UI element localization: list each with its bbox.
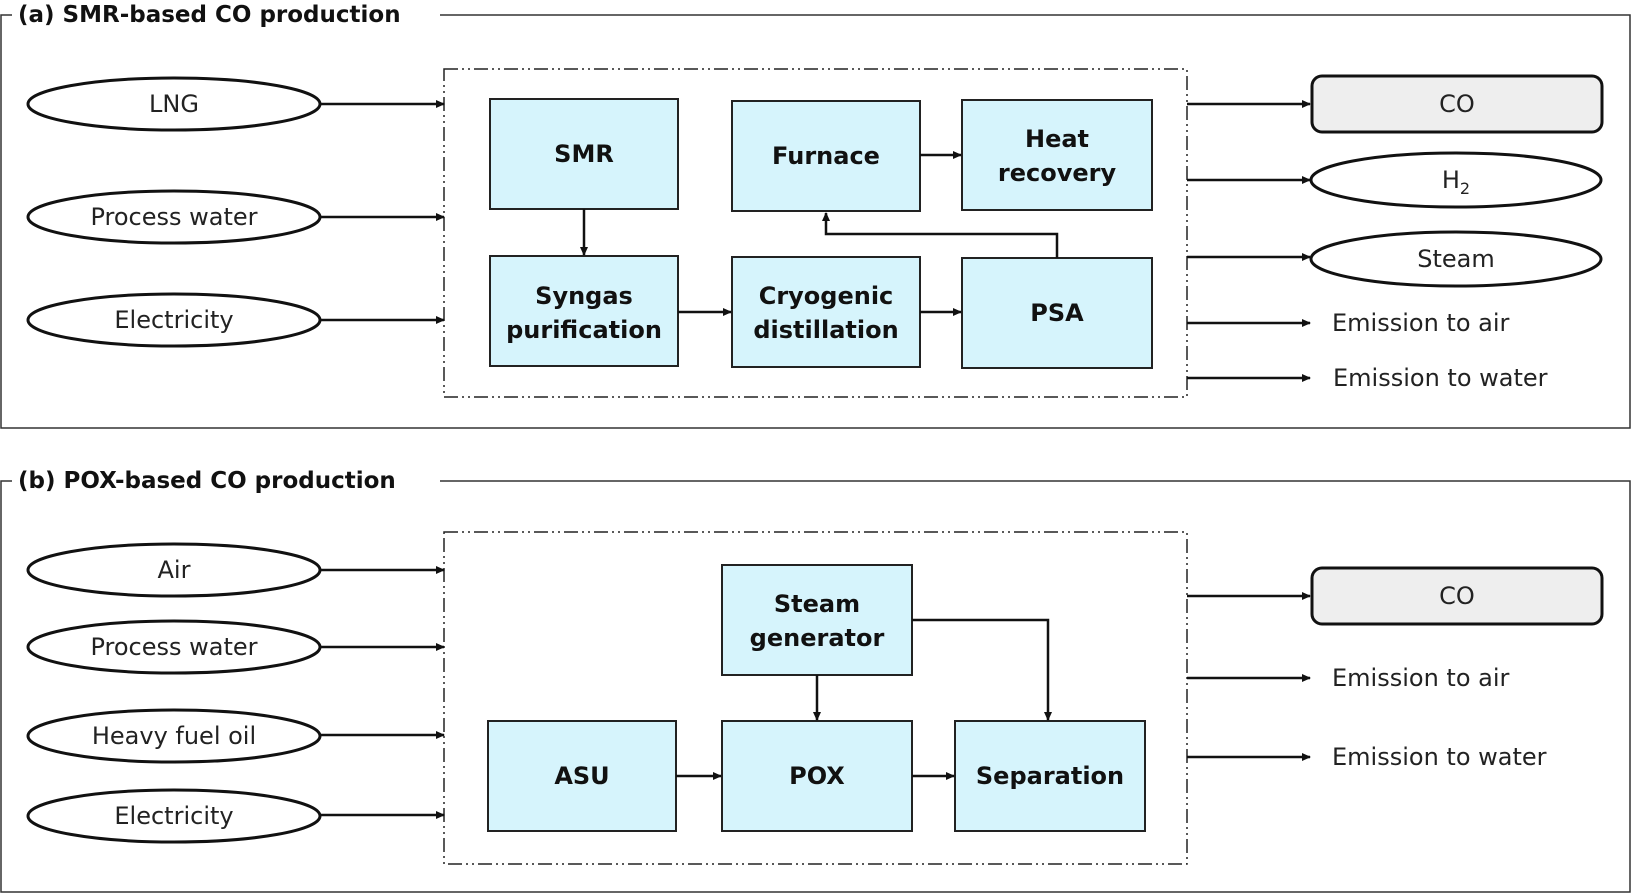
unit-cryogenic-distillation — [731, 256, 921, 368]
emission-air-b: Emission to air — [1332, 664, 1510, 692]
coproduct-steam-label: Steam — [1417, 245, 1495, 273]
coproduct-h2-label: H2 — [1442, 166, 1470, 198]
panel-b-title: (b) POX-based CO production — [18, 468, 396, 494]
unit-psa-label: PSA — [1030, 299, 1084, 327]
unit-smr-label: SMR — [554, 140, 614, 168]
coproduct-h2 — [1309, 151, 1603, 209]
flow-arrow — [912, 618, 1052, 721]
emission-air-a: Emission to air — [1332, 309, 1510, 337]
unit-heat-recovery-label-1: Heat — [1025, 125, 1089, 153]
panel-a-frame — [0, 14, 1631, 429]
unit-syngas-purification — [489, 255, 679, 367]
unit-steam-gen-label-1: Steam — [774, 590, 860, 618]
unit-syngas-label-1: Syngas — [535, 282, 633, 310]
unit-asu-label: ASU — [554, 762, 609, 790]
panel-b: (b) POX-based CO production Air Process … — [0, 468, 1631, 893]
unit-heat-recovery-label-2: recovery — [998, 159, 1117, 187]
product-co — [1310, 566, 1604, 626]
unit-steam-gen-label-2: generator — [750, 624, 885, 652]
unit-furnace-label: Furnace — [772, 142, 880, 170]
unit-heat-recovery — [961, 99, 1153, 211]
unit-asu — [487, 720, 677, 832]
panel-a: (a) SMR-based CO production LNG Process … — [0, 2, 1631, 429]
input-lng-label: LNG — [149, 90, 199, 118]
unit-separation — [954, 720, 1146, 832]
system-boundary-b — [443, 531, 1188, 865]
unit-separation-label: Separation — [976, 762, 1124, 790]
unit-psa — [961, 257, 1153, 369]
input-electricity-label: Electricity — [114, 306, 233, 334]
unit-cryo-label-2: distillation — [753, 316, 898, 344]
emission-water-a: Emission to water — [1333, 364, 1548, 392]
unit-steam-generator — [721, 564, 913, 676]
system-boundary-a — [443, 68, 1188, 398]
input-heavy-fuel-oil-label: Heavy fuel oil — [92, 722, 256, 750]
unit-pox-label: POX — [789, 762, 845, 790]
input-air-label: Air — [158, 556, 191, 584]
panel-a-title: (a) SMR-based CO production — [18, 2, 401, 28]
emission-water-b: Emission to water — [1332, 743, 1547, 771]
product-co — [1310, 74, 1604, 134]
unit-pox — [721, 720, 913, 832]
product-co-label: CO — [1439, 582, 1475, 610]
product-co-label: CO — [1439, 90, 1475, 118]
panel-b-frame — [0, 480, 1631, 893]
unit-smr — [489, 98, 679, 210]
input-process-water-label: Process water — [90, 633, 257, 661]
unit-cryo-label-1: Cryogenic — [759, 282, 894, 310]
input-process-water-label: Process water — [90, 203, 257, 231]
coproduct-steam — [1309, 230, 1603, 288]
unit-syngas-label-2: purification — [506, 316, 662, 344]
input-electricity-label: Electricity — [114, 802, 233, 830]
flow-arrow — [822, 212, 1059, 258]
